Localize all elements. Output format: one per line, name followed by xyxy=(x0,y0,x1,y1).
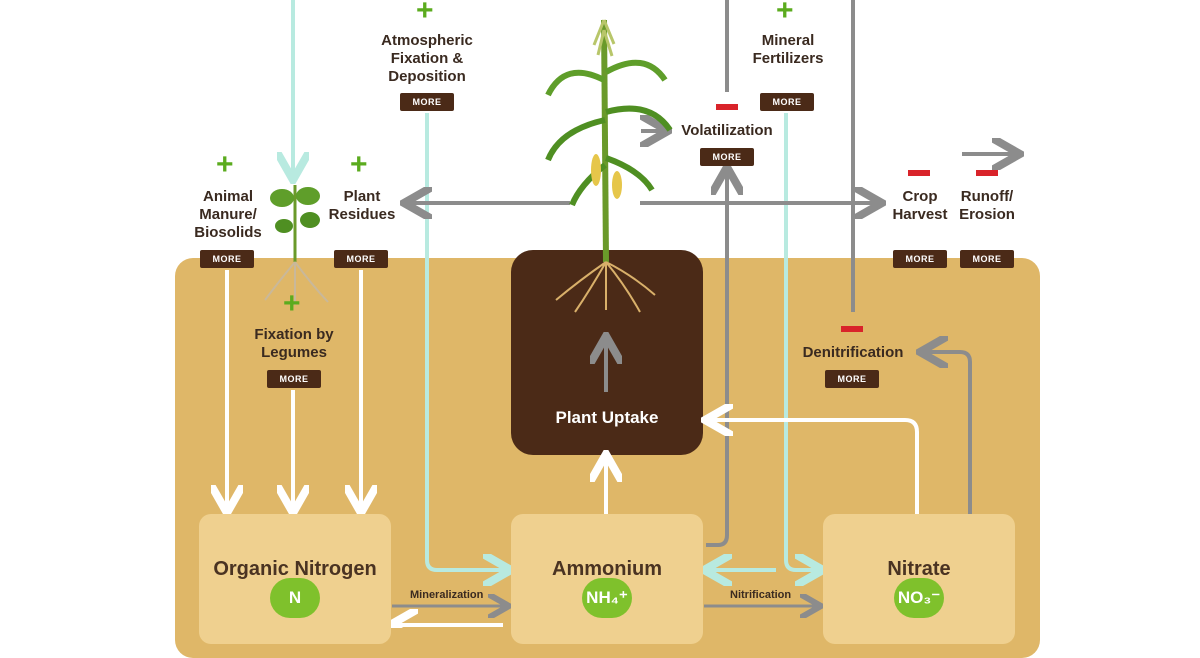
atmospheric-label: Atmospheric Fixation & Deposition xyxy=(381,32,473,85)
arrow-ammonium-to-volatilization xyxy=(706,175,727,547)
ammonium-box: Ammonium NH₄⁺ xyxy=(511,514,703,644)
legume-plant-illustration xyxy=(264,185,329,305)
denitrification-label: Denitrification xyxy=(802,344,904,361)
runoff-label: Runoff/ Erosion xyxy=(959,188,1015,223)
plus-icon: + xyxy=(776,0,794,27)
harvest-more-button[interactable]: MORE xyxy=(893,250,947,268)
arrows-layer xyxy=(0,0,1200,628)
residues-more-button[interactable]: MORE xyxy=(334,250,388,268)
volatilization-label: Volatilization xyxy=(681,122,773,139)
crop-harvest-label: Crop Harvest xyxy=(892,188,948,223)
plus-icon: + xyxy=(216,148,234,181)
animal-more-button[interactable]: MORE xyxy=(200,250,254,268)
atmospheric-more-button[interactable]: MORE xyxy=(400,93,454,111)
minus-icon xyxy=(908,170,930,176)
arrow-nitrate-to-uptake xyxy=(713,420,919,514)
nitrate-box: Nitrate NO₃⁻ xyxy=(823,514,1015,644)
runoff-more-button[interactable]: MORE xyxy=(960,250,1014,268)
plus-icon: + xyxy=(283,287,301,320)
minus-icon xyxy=(976,170,998,176)
plant-uptake-label: Plant Uptake xyxy=(555,408,659,427)
legumes-label: Fixation by Legumes xyxy=(254,326,334,361)
arrow-nitrate-to-denitrification xyxy=(928,352,972,514)
legumes-more-button[interactable]: MORE xyxy=(267,370,321,388)
ammonium-badge: NH₄⁺ xyxy=(582,578,632,618)
arrow-atmospheric-to-ammonium xyxy=(425,113,503,570)
ammonium-title: Ammonium xyxy=(552,558,662,580)
volatilization-more-button[interactable]: MORE xyxy=(700,148,754,166)
mineral-label: Mineral Fertilizers xyxy=(752,32,824,67)
nitrate-badge: NO₃⁻ xyxy=(894,578,944,618)
minus-icon xyxy=(716,104,738,110)
organic-nitrogen-badge: N xyxy=(270,578,320,618)
organic-nitrogen-box: Organic Nitrogen N xyxy=(199,514,391,644)
nitrate-title: Nitrate xyxy=(887,558,951,580)
mineral-more-button[interactable]: MORE xyxy=(760,93,814,111)
animal-manure-label: Animal Manure/ Biosolids xyxy=(194,188,262,241)
plus-icon: + xyxy=(350,148,368,181)
organic-nitrogen-title: Organic Nitrogen xyxy=(213,558,377,580)
minus-icon xyxy=(841,326,863,332)
denitrification-more-button[interactable]: MORE xyxy=(825,370,879,388)
arrow-mineral-to-nitrate xyxy=(784,113,815,570)
nitrification-label: Nitrification xyxy=(730,589,792,601)
plus-icon: + xyxy=(416,0,434,27)
corn-plant-illustration xyxy=(545,19,673,313)
plant-residues-label: Plant Residues xyxy=(328,188,396,223)
mineralization-label: Mineralization xyxy=(410,589,484,601)
